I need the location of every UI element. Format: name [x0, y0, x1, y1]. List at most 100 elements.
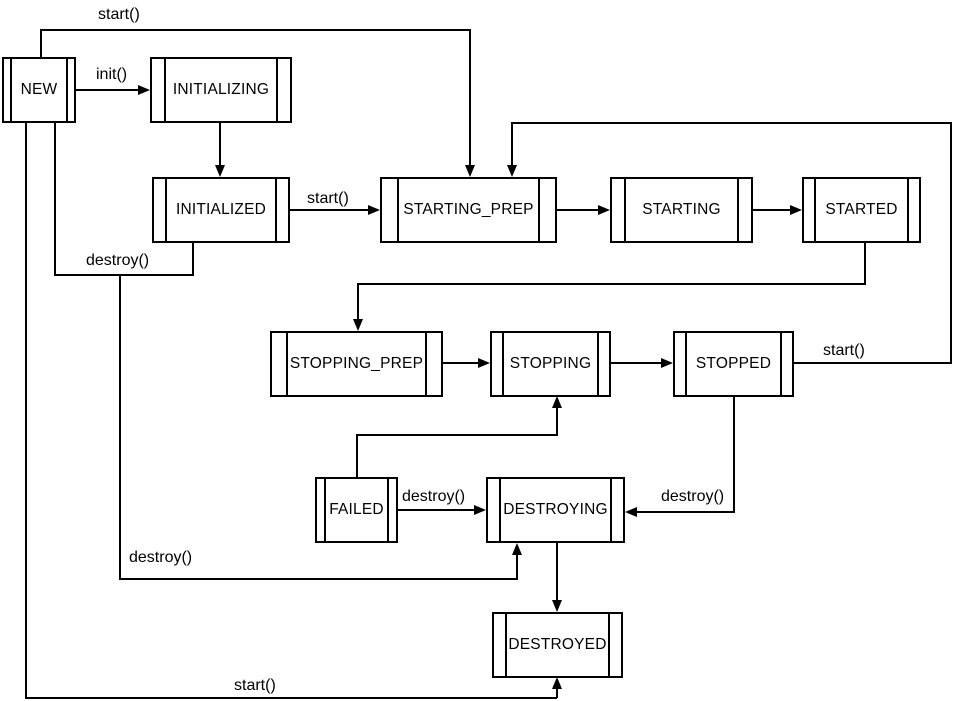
edge-segment	[54, 123, 56, 275]
edge-segment	[357, 283, 359, 319]
state-label: INITIALIZED	[175, 201, 267, 218]
edge-segment	[556, 688, 558, 698]
process-bar-icon	[907, 179, 910, 241]
edge-segment	[511, 122, 513, 166]
state-label: DESTROYED	[508, 636, 607, 653]
edge-segment	[557, 209, 599, 211]
edge-segment	[398, 509, 475, 511]
edge-segment	[25, 697, 557, 699]
edge-segment	[469, 29, 471, 166]
edge-label-destroy-bottom: destroy()	[129, 549, 193, 567]
edge-segment	[636, 511, 735, 513]
arrowhead-icon	[478, 358, 490, 368]
state-node-failed: FAILED	[315, 477, 398, 543]
state-node-destroyed: DESTROYED	[492, 612, 623, 678]
edge-segment	[54, 274, 194, 276]
state-label: DESTROYING	[503, 501, 608, 518]
process-bar-icon	[504, 614, 507, 676]
process-bar-icon	[737, 179, 740, 241]
state-label: INITIALIZING	[172, 81, 270, 98]
edge-segment	[511, 122, 951, 124]
edge-segment	[25, 123, 27, 698]
state-label: STOPPED	[695, 355, 772, 372]
edge-label-destroy-stopped: destroy()	[661, 488, 725, 506]
edge-segment	[556, 543, 558, 600]
process-bar-icon	[274, 179, 277, 241]
edge-segment	[753, 209, 791, 211]
state-label: STARTING_PREP	[403, 201, 534, 218]
process-bar-icon	[276, 59, 279, 121]
arrowhead-icon	[368, 205, 380, 215]
edge-label-start-bottom: start()	[234, 677, 276, 695]
process-bar-icon	[323, 479, 326, 541]
state-node-starting-prep: STARTING_PREP	[380, 177, 557, 243]
edge-segment	[290, 209, 369, 211]
edge-segment	[40, 29, 42, 58]
edge-label-init: init()	[96, 66, 128, 84]
arrowhead-icon	[552, 677, 562, 689]
process-bar-icon	[286, 333, 289, 395]
state-node-stopping: STOPPING	[490, 331, 611, 397]
edge-segment	[864, 243, 866, 284]
arrowhead-icon	[138, 85, 150, 95]
edge-label-destroy-new: destroy()	[86, 252, 150, 270]
process-bar-icon	[9, 59, 12, 121]
process-bar-icon	[424, 333, 427, 395]
arrowhead-icon	[353, 319, 363, 331]
state-label: STARTED	[825, 201, 898, 218]
process-bar-icon	[163, 59, 166, 121]
process-bar-icon	[597, 333, 600, 395]
state-node-initializing: INITIALIZING	[150, 57, 292, 123]
state-label: FAILED	[329, 501, 384, 518]
state-node-initialized: INITIALIZED	[152, 177, 290, 243]
process-bar-icon	[608, 614, 611, 676]
process-bar-icon	[501, 333, 504, 395]
process-bar-icon	[609, 479, 612, 541]
process-bar-icon	[813, 179, 816, 241]
arrowhead-icon	[474, 505, 486, 515]
arrowhead-icon	[790, 205, 802, 215]
edge-segment	[119, 578, 518, 580]
edge-label-destroy-failed: destroy()	[402, 488, 466, 506]
edge-label-start-initialized: start()	[307, 190, 349, 208]
state-node-stopping-prep: STOPPING_PREP	[270, 331, 443, 397]
process-bar-icon	[538, 179, 541, 241]
edge-segment	[357, 283, 866, 285]
edge-segment	[950, 122, 952, 364]
state-label: NEW	[20, 81, 58, 98]
edge-segment	[443, 362, 479, 364]
state-node-starting: STARTING	[610, 177, 753, 243]
edge-segment	[516, 554, 518, 579]
process-bar-icon	[165, 179, 168, 241]
edge-segment	[219, 123, 221, 166]
edge-segment	[40, 29, 470, 31]
edge-segment	[733, 397, 735, 512]
process-bar-icon	[387, 479, 390, 541]
arrowhead-icon	[598, 205, 610, 215]
state-label: STARTING	[642, 201, 721, 218]
arrowhead-icon	[625, 507, 637, 517]
edge-segment	[356, 434, 358, 477]
arrowhead-icon	[507, 165, 517, 177]
arrowhead-icon	[661, 358, 673, 368]
process-bar-icon	[623, 179, 626, 241]
state-label: STOPPING_PREP	[289, 355, 424, 372]
arrowhead-icon	[552, 396, 562, 408]
edge-segment	[192, 243, 194, 275]
edge-segment	[119, 274, 121, 579]
process-bar-icon	[780, 333, 783, 395]
process-bar-icon	[499, 479, 502, 541]
edge-segment	[356, 434, 558, 436]
arrowhead-icon	[512, 543, 522, 555]
state-node-destroying: DESTROYING	[486, 477, 625, 543]
arrowhead-icon	[465, 165, 475, 177]
edge-label-start-top: start()	[98, 6, 140, 24]
edge-label-start-stopped: start()	[823, 342, 865, 360]
state-node-started: STARTED	[802, 177, 921, 243]
edge-segment	[76, 89, 139, 91]
arrowhead-icon	[552, 600, 562, 612]
state-node-stopped: STOPPED	[673, 331, 794, 397]
edge-segment	[556, 407, 558, 435]
process-bar-icon	[684, 333, 687, 395]
